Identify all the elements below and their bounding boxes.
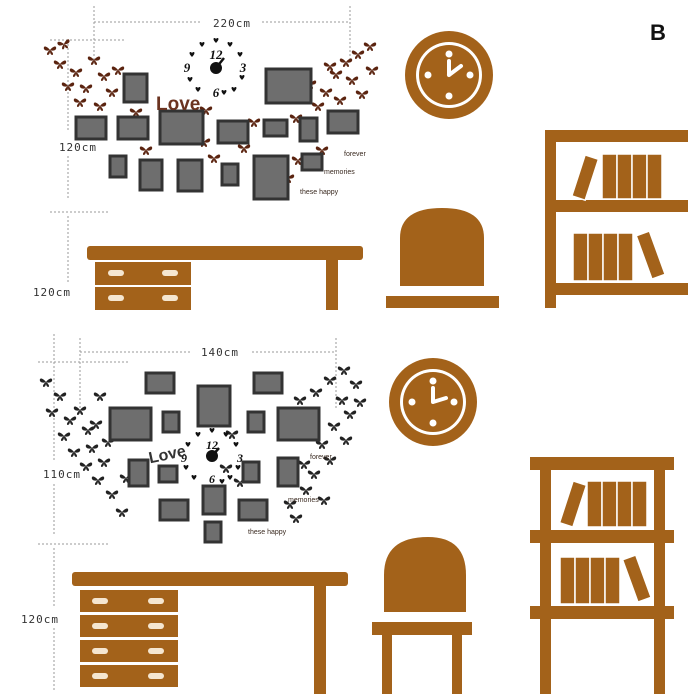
top-books-lower (572, 230, 667, 282)
bottom-bookshelf (530, 457, 674, 694)
top-round-clock (405, 31, 493, 119)
panel-label-b: B (650, 20, 666, 45)
top-these-happy-text: these happy (300, 189, 339, 196)
top-books-upper (570, 153, 663, 202)
bottom-chair (372, 537, 472, 694)
top-panel: 220cm 120cm 120cm (33, 6, 688, 310)
bottom-panel: 140cm 110cm 120cm (21, 334, 674, 694)
bottom-round-clock (389, 358, 477, 446)
bottom-height-label: 110cm (43, 468, 81, 481)
top-height-label: 120cm (59, 141, 97, 154)
top-desk-drawer (95, 262, 191, 285)
top-width-label: 220cm (213, 17, 251, 30)
top-bookshelf (545, 130, 688, 308)
top-clock-center (210, 62, 222, 74)
bottom-desk-drawer (80, 640, 178, 662)
top-love-text: Love (156, 94, 200, 115)
top-photo-frames (74, 67, 360, 201)
top-floor-label: 120cm (33, 286, 71, 299)
bottom-memories-text: memories (288, 497, 319, 504)
top-wall-clock: 12 3 6 9 (184, 38, 247, 100)
top-desk (87, 246, 363, 310)
bottom-forever-text: forever (310, 454, 332, 461)
top-desk-drawer (95, 287, 191, 310)
bottom-photo-frames (108, 371, 321, 544)
bottom-clock-center (206, 450, 218, 462)
bottom-desk-drawer (80, 665, 178, 687)
bottom-dimension-guides (38, 334, 337, 690)
bottom-books-upper (558, 479, 648, 529)
bottom-width-label: 140cm (201, 346, 239, 359)
top-clock-numeral-12: 12 (210, 47, 224, 62)
bottom-desk (72, 572, 348, 694)
bottom-clock-numeral-9: 9 (181, 451, 187, 465)
top-forever-text: forever (344, 151, 366, 158)
top-clock-numeral-9: 9 (184, 60, 191, 75)
bottom-clock-numeral-3: 3 (236, 451, 243, 465)
bottom-floor-label: 120cm (21, 613, 59, 626)
top-chair (386, 208, 499, 308)
bottom-desk-drawer (80, 590, 178, 612)
bottom-these-happy-text: these happy (248, 529, 287, 536)
top-clock-numeral-6: 6 (213, 85, 220, 100)
bottom-clock-numeral-6: 6 (209, 472, 215, 486)
bottom-clock-numeral-12: 12 (206, 438, 218, 452)
bottom-desk-drawer (80, 615, 178, 637)
bottom-books-lower (559, 554, 653, 605)
top-clock-numeral-3: 3 (239, 60, 247, 75)
top-memories-text: memories (324, 169, 355, 176)
